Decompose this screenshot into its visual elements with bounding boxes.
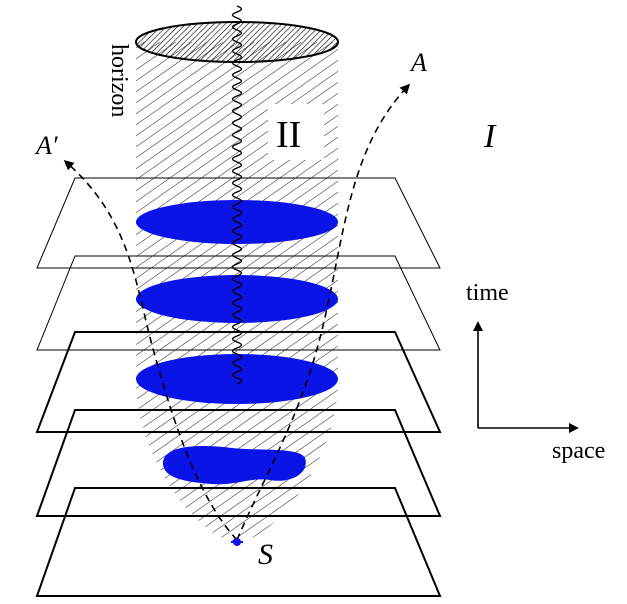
time-slice-1 <box>36 177 441 269</box>
worldline-a-prime <box>63 160 238 541</box>
region-i-label: I <box>483 118 497 155</box>
trapped-surface-4 <box>162 446 306 485</box>
time-slice-4 <box>35 409 442 517</box>
time-slice-3 <box>35 331 442 433</box>
trapped-surface-3 <box>136 354 338 404</box>
region-label-backdrop <box>268 104 324 160</box>
observer-a-label: A <box>409 48 427 77</box>
source-label: S <box>258 538 273 571</box>
source-point <box>231 538 243 546</box>
singularity-line <box>231 5 243 385</box>
time-slice-2 <box>36 255 441 351</box>
time-axis-label: time <box>466 280 509 306</box>
worldline-a <box>236 83 411 541</box>
observer-a-prime-label: A′ <box>34 131 58 160</box>
trapped-surface-2 <box>136 275 338 323</box>
time-slice-5 <box>35 487 442 597</box>
region-ii-label: II <box>276 114 301 156</box>
horizon-label: horizon <box>106 44 132 117</box>
space-axis-label: space <box>552 438 605 464</box>
